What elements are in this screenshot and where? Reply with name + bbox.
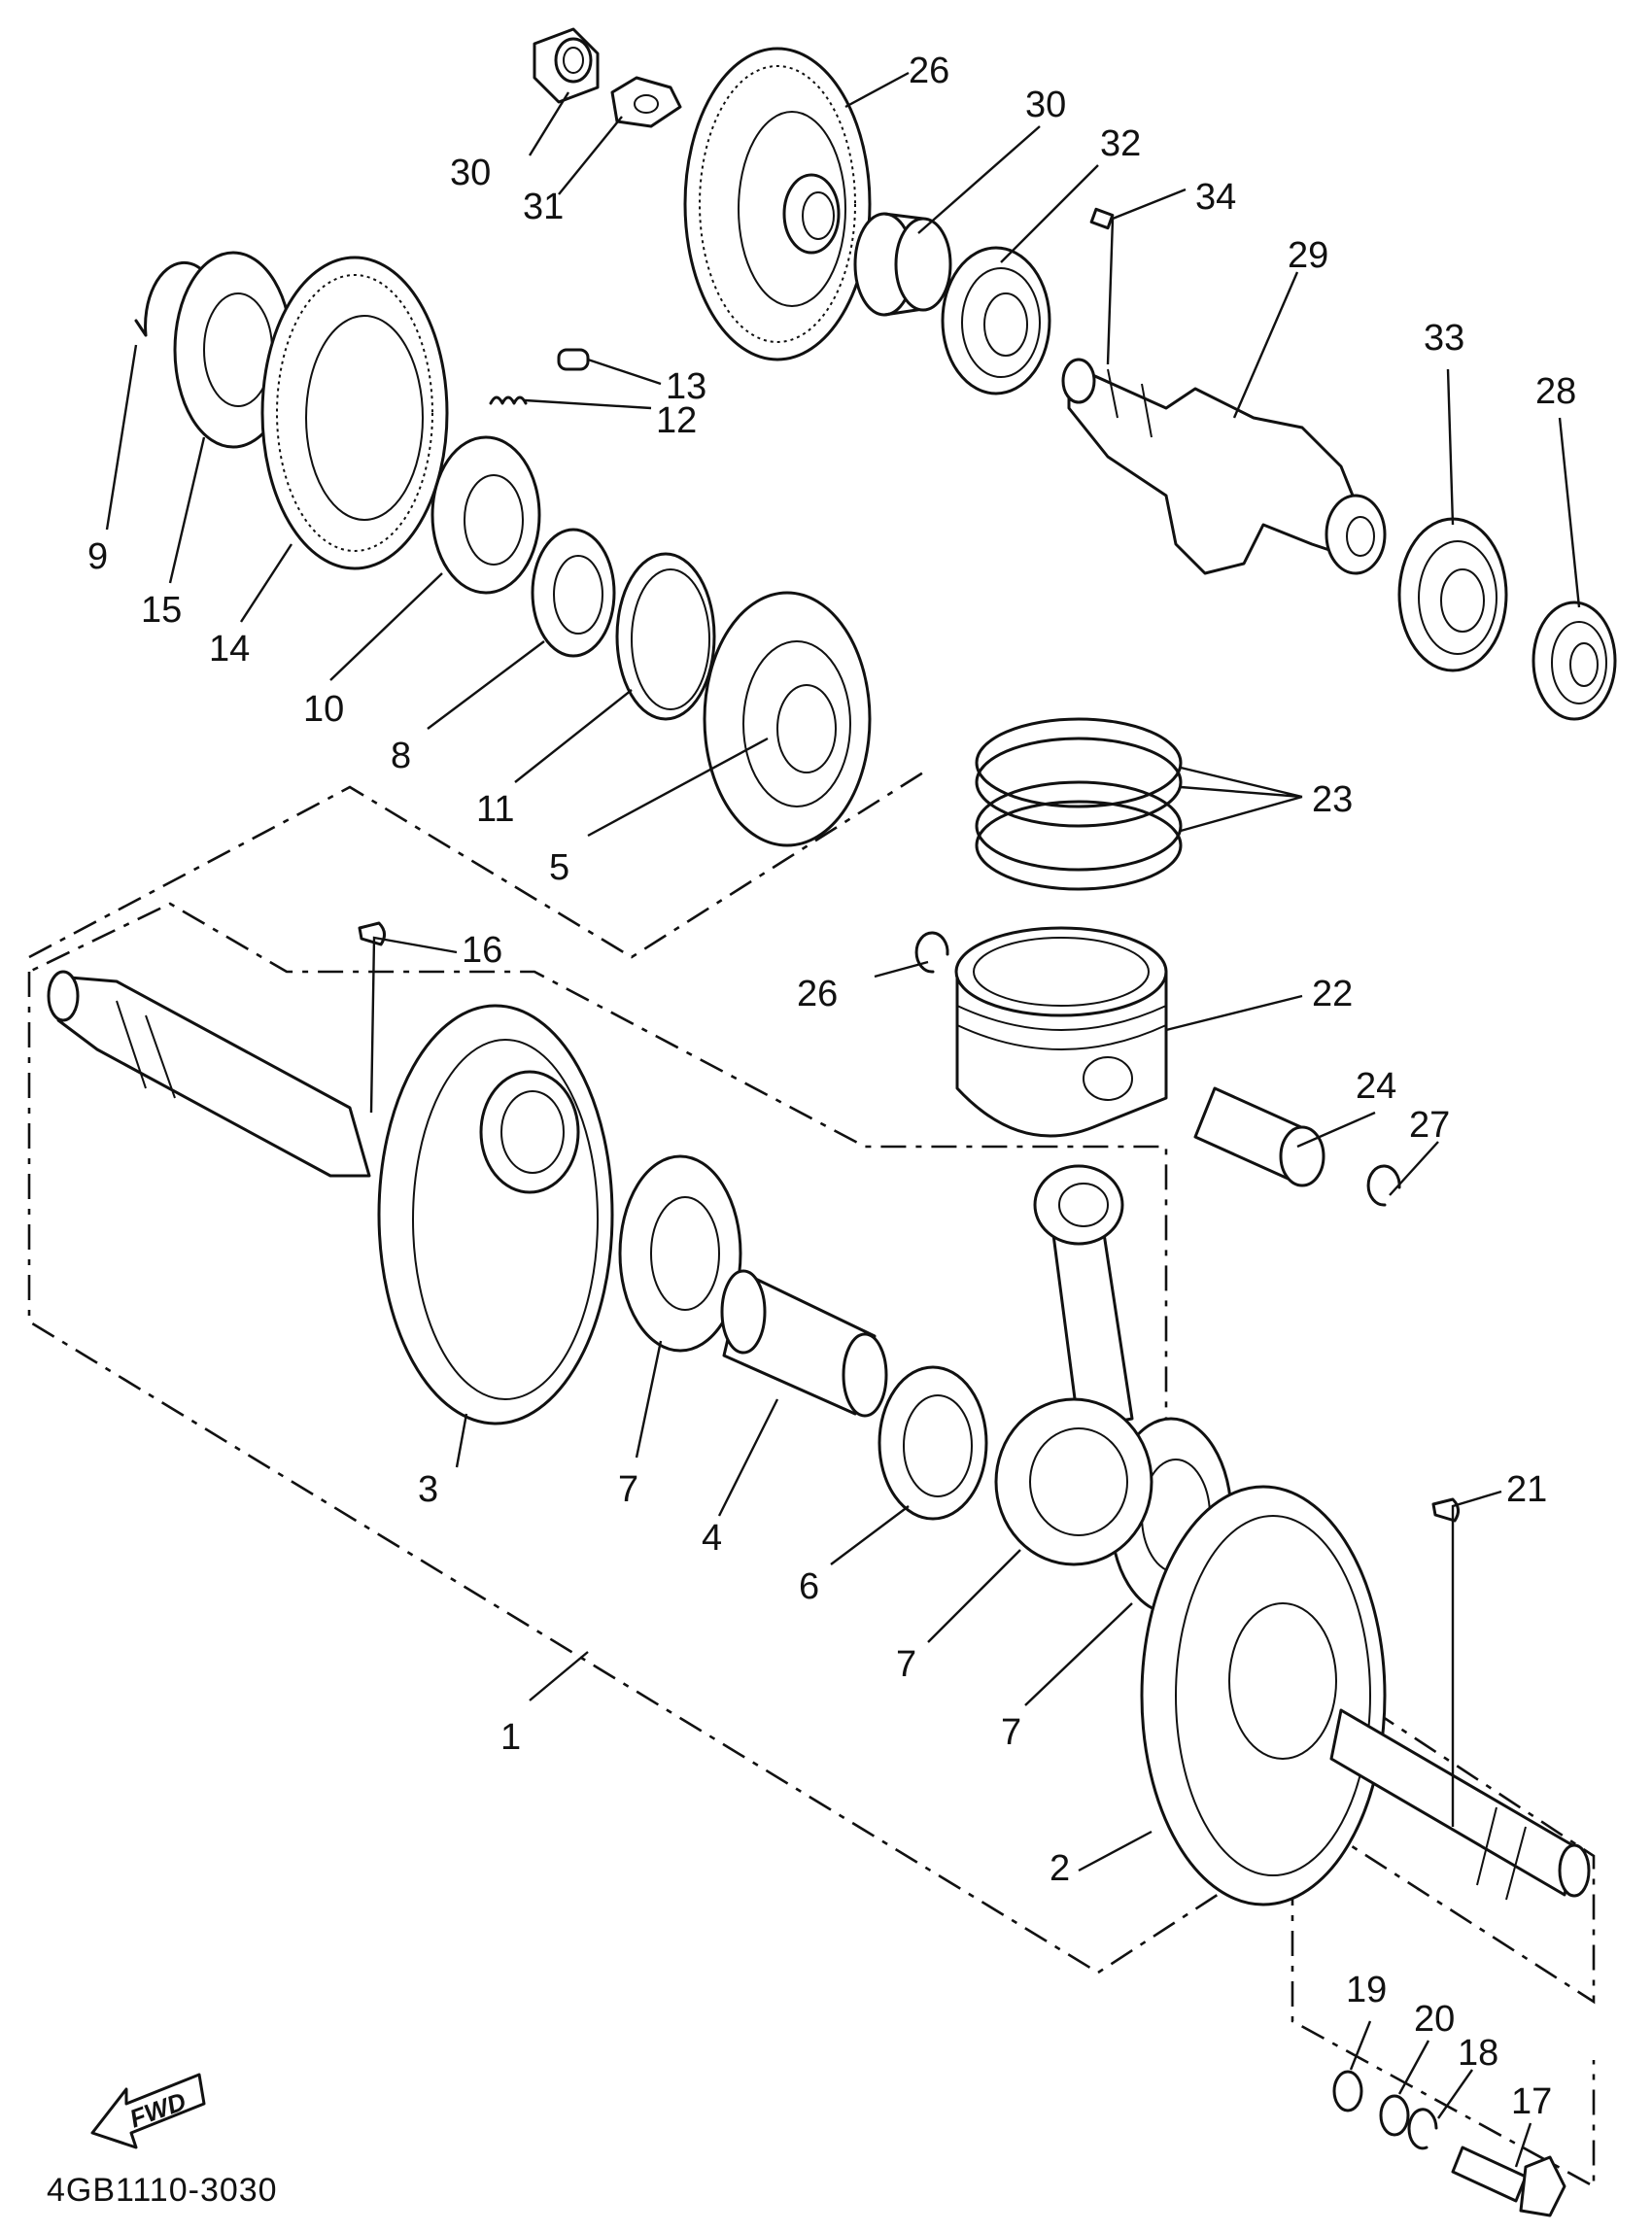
- part-27-drive-gear: [683, 47, 872, 361]
- callout-7-left: 7: [618, 1469, 638, 1510]
- part-28-balancer-shaft: [1061, 358, 1387, 575]
- part-7-washer-left: [618, 1154, 742, 1353]
- part-8-collar: [531, 528, 616, 658]
- part-12-shim: [615, 552, 716, 721]
- leader-lines: [105, 71, 1581, 2168]
- callout-30-lower: 33: [1424, 318, 1464, 359]
- part-26-clip-b: [1366, 1164, 1401, 1207]
- callout-34: 31: [523, 187, 564, 227]
- callout-2: 2: [1050, 1848, 1070, 1889]
- callout-30-upper: 32: [1100, 123, 1141, 164]
- callout-6: 7: [896, 1644, 916, 1685]
- drawing-code: 4GB1110-3030: [47, 2172, 278, 2209]
- part-30-bearing-right: [1397, 517, 1508, 672]
- part-33-nut: [533, 27, 600, 104]
- part-18-bolt: [1451, 2146, 1566, 2217]
- callout-16: 15: [141, 590, 182, 631]
- callout-31: 30: [1025, 85, 1066, 125]
- callout-25: 24: [1356, 1066, 1396, 1107]
- callout-22: 21: [1506, 1469, 1547, 1510]
- callout-4: 4: [702, 1518, 722, 1559]
- callout-26-right: 27: [1409, 1105, 1450, 1146]
- part-31-spacer: [853, 212, 952, 317]
- callout-29: 28: [1535, 371, 1576, 412]
- fwd-label: FWD: [125, 2086, 189, 2134]
- callout-labels: 30 31 26 30 32 34 29 33 28 9 15 14 10 12…: [87, 51, 1576, 2122]
- part-30-bearing-left: [941, 246, 1051, 395]
- callout-15: 14: [209, 629, 250, 670]
- callout-11: 10: [303, 689, 344, 730]
- part-6-connecting-rod: [994, 1164, 1153, 1566]
- part-11-clutch: [430, 435, 541, 595]
- part-17-key: [358, 921, 386, 946]
- callout-26-left: 26: [797, 974, 838, 1014]
- part-21-washer: [1379, 2094, 1410, 2137]
- callout-32: 34: [1195, 177, 1236, 218]
- part-23-piston: [954, 926, 1168, 1138]
- part-19-circlip: [1407, 2108, 1438, 2150]
- callout-9: 9: [87, 536, 108, 577]
- part-2-crank-right: [1140, 1485, 1591, 1906]
- part-5-needle-bearing: [878, 1365, 988, 1521]
- callout-28: 29: [1288, 235, 1328, 276]
- callout-23: 22: [1312, 974, 1353, 1014]
- callout-7-right: 7: [1001, 1712, 1021, 1753]
- callout-24: 23: [1312, 779, 1353, 820]
- assembly-boundary-bearing: [1291, 1880, 1596, 2189]
- part-32-key: [1089, 207, 1115, 230]
- part-20-o-ring: [1332, 2070, 1363, 2112]
- callout-18: 17: [1511, 2081, 1552, 2122]
- part-34-lock-washer: [610, 76, 682, 128]
- part-15-starter-gear: [260, 256, 449, 570]
- part-22-key: [1431, 1497, 1460, 1523]
- part-3-crank-left: [47, 970, 614, 1425]
- callout-19: 18: [1458, 2033, 1498, 2074]
- callout-20: 19: [1346, 1970, 1387, 2010]
- callout-5: 6: [799, 1566, 819, 1607]
- part-29-bearing: [1532, 601, 1617, 721]
- callout-14: 13: [666, 366, 706, 407]
- part-26-clip-a: [914, 931, 949, 974]
- callout-1: 1: [500, 1717, 521, 1758]
- callout-33: 30: [450, 153, 491, 193]
- callout-17: 16: [462, 930, 502, 971]
- fwd-arrow-icon: FWD: [90, 2073, 206, 2149]
- callout-13: 12: [656, 400, 697, 441]
- callout-8: 8: [391, 736, 411, 776]
- part-25-piston-pin: [1193, 1086, 1325, 1187]
- part-10-bearing: [703, 591, 872, 847]
- callout-27: 26: [909, 51, 949, 91]
- part-24-piston-rings: [975, 717, 1183, 891]
- part-13-spring: [489, 395, 528, 405]
- callout-10: 5: [549, 847, 569, 888]
- part-4-crank-pin: [720, 1269, 888, 1418]
- assembly-boundary-outer: [28, 771, 924, 959]
- callout-21: 20: [1414, 1999, 1455, 2040]
- callout-3: 3: [418, 1469, 438, 1510]
- callout-12: 11: [476, 789, 514, 830]
- part-14-roller: [557, 348, 590, 371]
